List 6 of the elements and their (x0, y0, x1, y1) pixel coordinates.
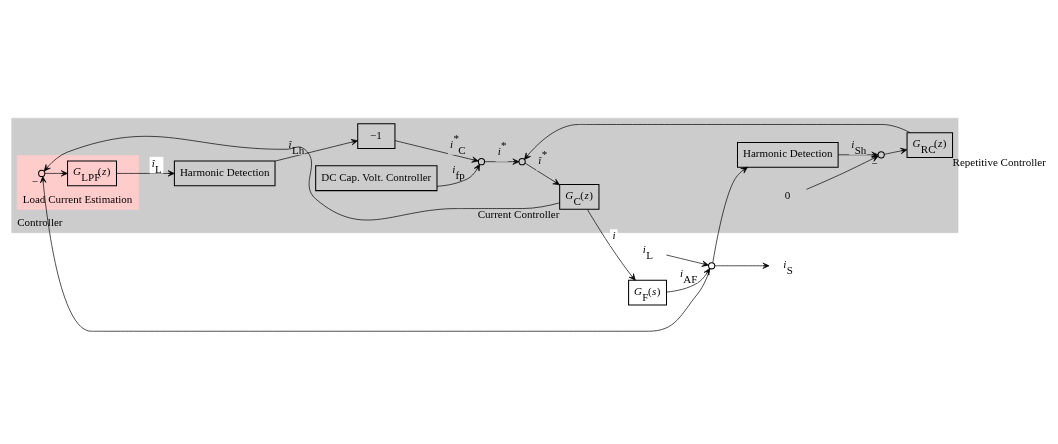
node-label: Repetitive Controller (952, 156, 1046, 169)
node-label: − (31, 175, 38, 188)
node-label: − (871, 156, 878, 169)
edge-label: i (612, 229, 616, 242)
node-text: 0 (784, 189, 791, 202)
node-label: Current Controller (477, 208, 560, 221)
